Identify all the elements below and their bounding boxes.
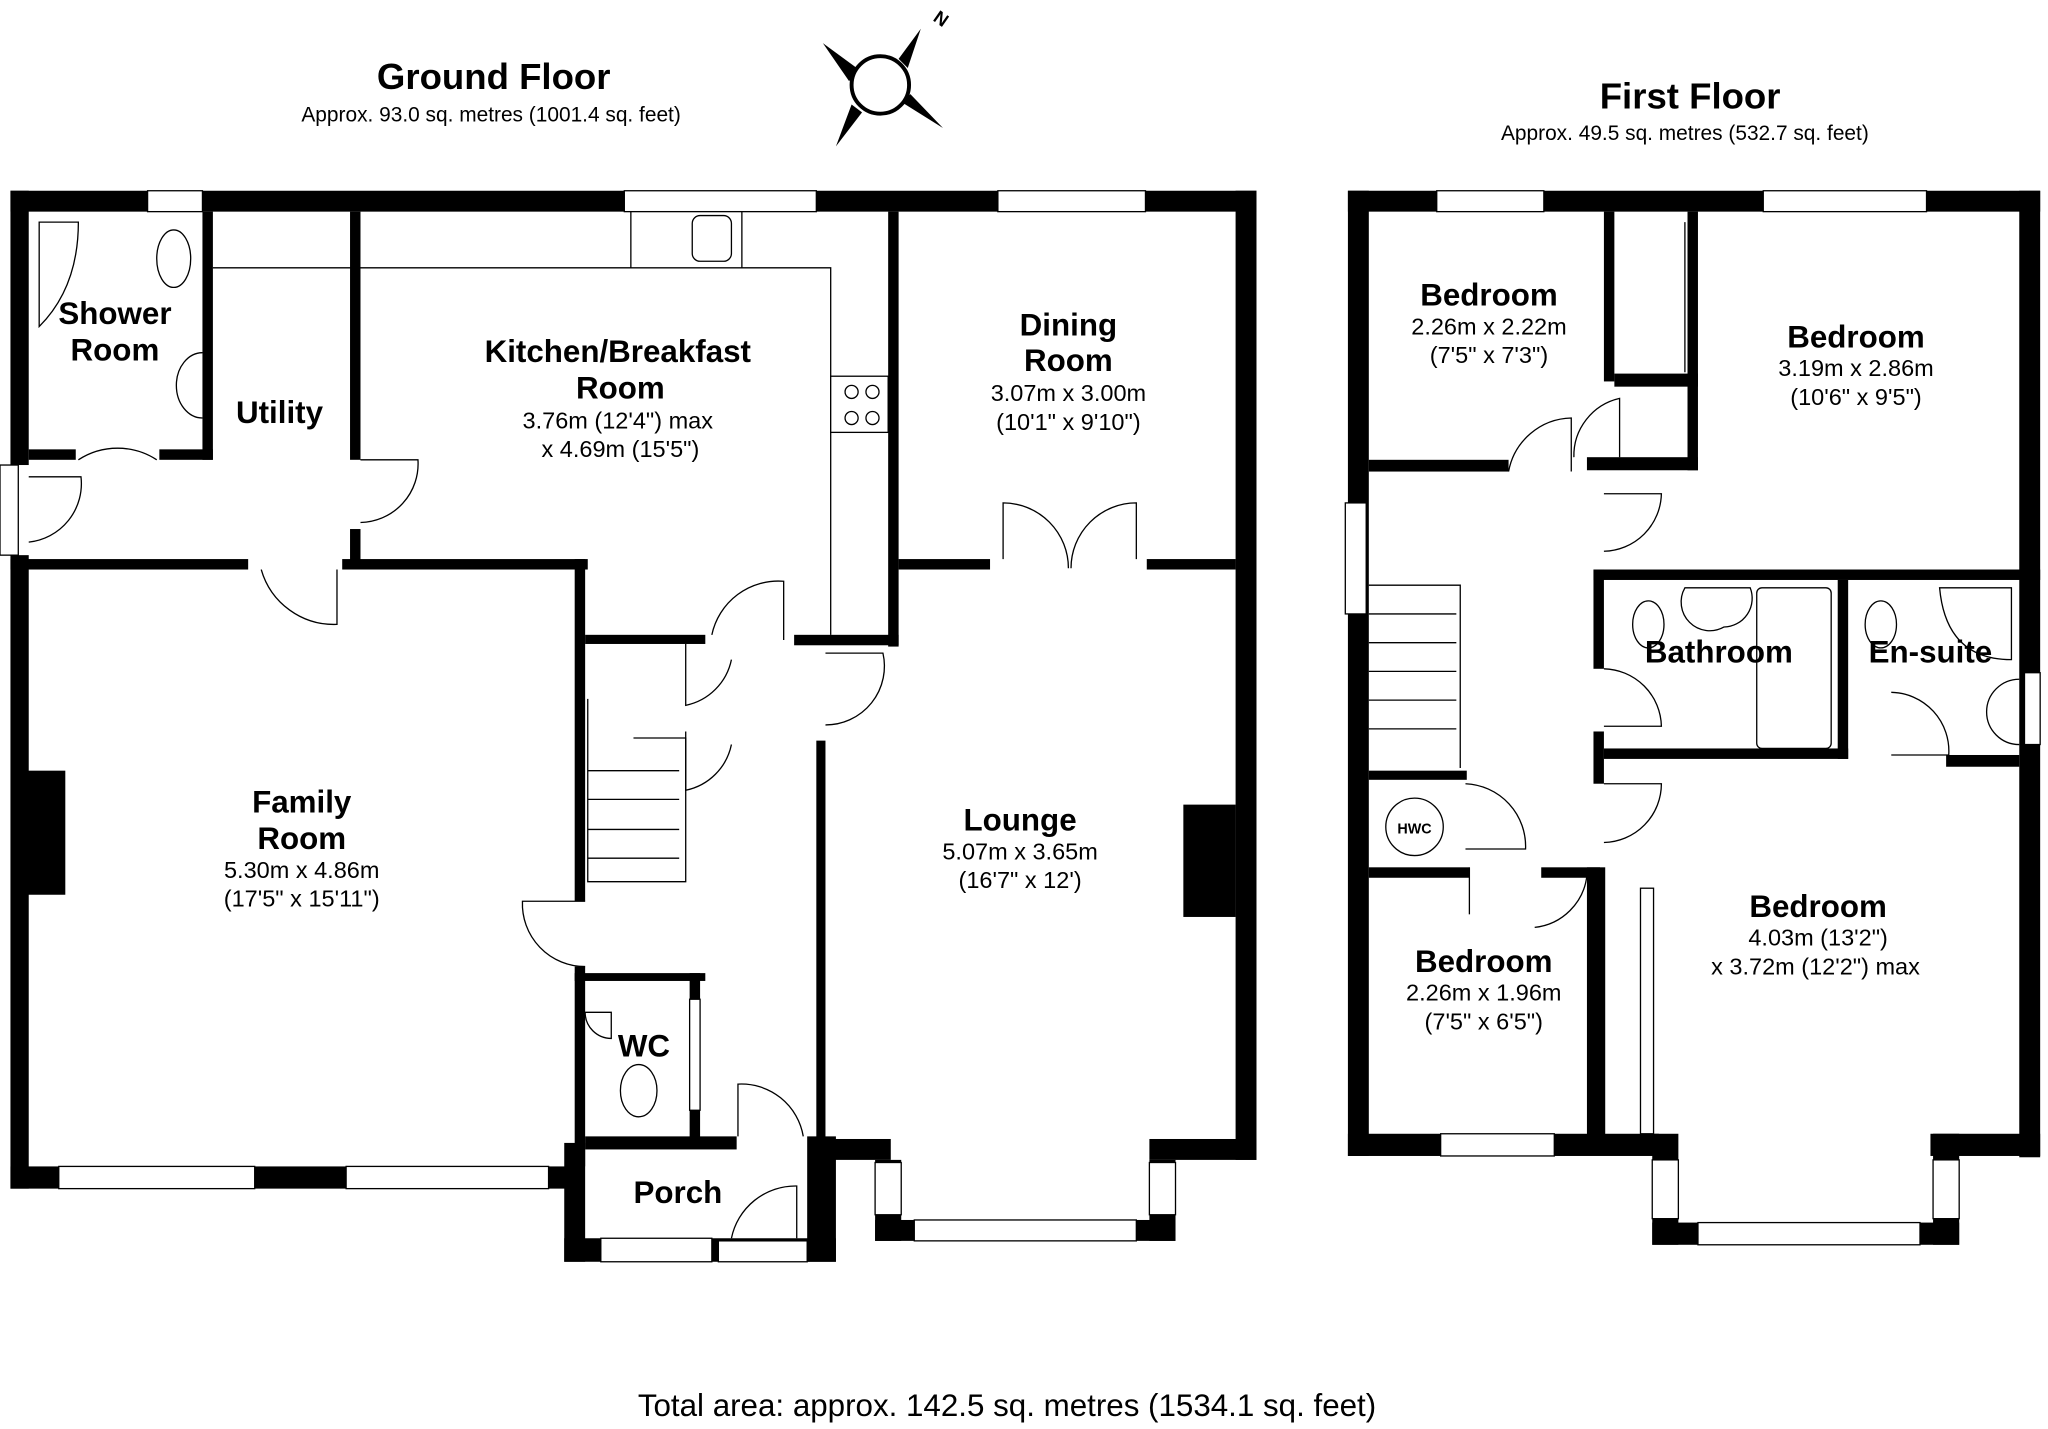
porch-label: Porch <box>633 1175 722 1210</box>
bedroom-c-dim-2: (7'5" x 6'5") <box>1425 1008 1543 1034</box>
bedroom-b-label: Bedroom <box>1787 319 1925 354</box>
lounge-dim-1: 5.07m x 3.65m <box>942 838 1097 864</box>
wc-label: WC <box>618 1029 670 1064</box>
shower-room-label-1: Shower <box>58 296 171 331</box>
bedroom-d-dim-1: 4.03m (13'2") <box>1748 925 1888 951</box>
first-floor-title: First Floor <box>1600 75 1781 116</box>
utility-label: Utility <box>236 395 324 430</box>
ground-floor-title: Ground Floor <box>377 56 611 97</box>
dining-label-2: Room <box>1024 343 1113 378</box>
dining-label-1: Dining <box>1020 308 1117 343</box>
bedroom-d-label: Bedroom <box>1749 889 1887 924</box>
ground-floor-walls <box>0 190 1257 1263</box>
kitchen-label-2: Room <box>576 370 665 405</box>
bedroom-a-dim-2: (7'5" x 7'3") <box>1430 342 1548 368</box>
dining-dim-1: 3.07m x 3.00m <box>991 380 1146 406</box>
kitchen-dim-1: 3.76m (12'4") max <box>523 407 714 433</box>
first-floor-area: Approx. 49.5 sq. metres (532.7 sq. feet) <box>1501 122 1869 145</box>
bathroom-label: Bathroom <box>1645 634 1793 669</box>
total-area: Total area: approx. 142.5 sq. metres (15… <box>638 1388 1376 1423</box>
shower-room-label-2: Room <box>71 333 160 368</box>
dining-dim-2: (10'1" x 9'10") <box>996 409 1141 435</box>
bedroom-a-label: Bedroom <box>1420 278 1558 313</box>
family-room-label-1: Family <box>252 784 352 819</box>
bedroom-d-dim-2: x 3.72m (12'2") max <box>1711 953 1920 979</box>
compass-north-label: N <box>930 6 953 31</box>
bedroom-b-dim-2: (10'6" x 9'5") <box>1790 384 1921 410</box>
compass-icon: N <box>822 6 953 147</box>
family-room-dim-1: 5.30m x 4.86m <box>224 857 379 883</box>
ground-floor-area: Approx. 93.0 sq. metres (1001.4 sq. feet… <box>301 104 680 127</box>
bedroom-a-dim-1: 2.26m x 2.22m <box>1411 313 1566 339</box>
lounge-label: Lounge <box>964 803 1077 838</box>
kitchen-dim-2: x 4.69m (15'5") <box>542 436 700 462</box>
lounge-dim-2: (16'7" x 12') <box>959 867 1082 893</box>
first-floor-walls <box>1344 190 2041 1246</box>
family-room-label-2: Room <box>257 821 346 856</box>
family-room-dim-2: (17'5" x 15'11") <box>224 886 380 912</box>
bedroom-c-dim-1: 2.26m x 1.96m <box>1406 980 1561 1006</box>
hwc-label: HWC <box>1397 821 1431 837</box>
ensuite-label: En-suite <box>1869 634 1993 669</box>
bedroom-c-label: Bedroom <box>1415 944 1553 979</box>
kitchen-label-1: Kitchen/Breakfast <box>485 334 752 369</box>
bedroom-b-dim-1: 3.19m x 2.86m <box>1778 355 1933 381</box>
